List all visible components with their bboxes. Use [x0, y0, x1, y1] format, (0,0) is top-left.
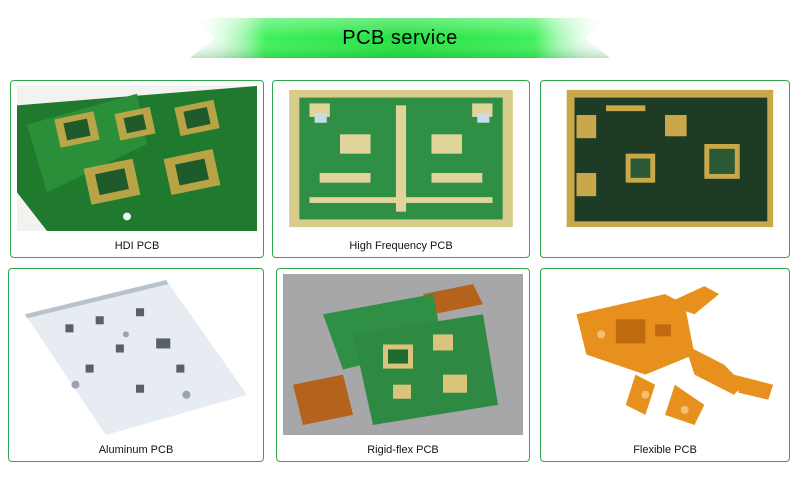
header-banner [190, 18, 610, 58]
card-label: Aluminum PCB [98, 444, 174, 456]
dark-pcb-photo [547, 86, 783, 231]
card-high-frequency-pcb[interactable]: High Frequency PCB [272, 80, 530, 258]
card-aluminum-pcb[interactable]: Aluminum PCB [8, 268, 264, 462]
hdi-pcb-photo [17, 86, 257, 231]
card-label: HDI PCB [114, 240, 160, 252]
card-dark-pcb[interactable] [540, 80, 790, 258]
page-title: PCB service [342, 26, 458, 49]
card-label: Rigid-flex PCB [367, 444, 439, 456]
card-label: Flexible PCB [633, 444, 697, 456]
aluminum-pcb-photo [15, 274, 257, 435]
card-flexible-pcb[interactable]: Flexible PCB [540, 268, 790, 462]
card-rigid-flex-pcb[interactable]: Rigid-flex PCB [276, 268, 530, 462]
rigid-flex-pcb-photo [283, 274, 523, 435]
card-label: High Frequency PCB [349, 240, 453, 252]
card-hdi-pcb[interactable]: HDI PCB [10, 80, 264, 258]
flexible-pcb-photo [547, 274, 783, 435]
high-frequency-pcb-photo [279, 86, 523, 231]
